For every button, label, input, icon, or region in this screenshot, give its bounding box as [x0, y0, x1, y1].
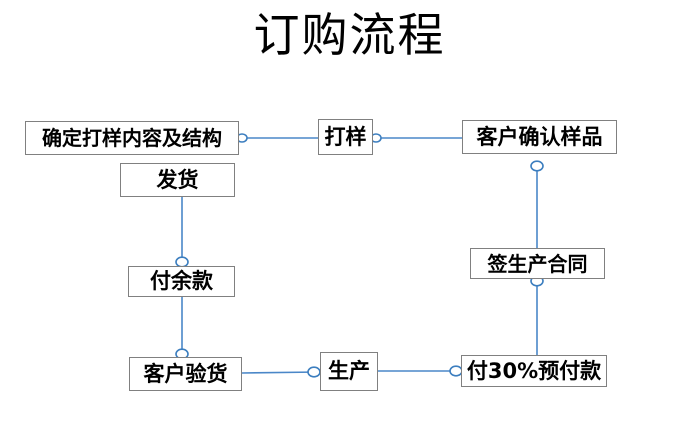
flow-node-n1[interactable]: 确定打样内容及结构: [25, 121, 239, 155]
connector-endpoint-n7-to-n8: [307, 366, 321, 378]
flow-node-label: 付余款: [150, 269, 213, 293]
flow-node-n8[interactable]: 生产: [320, 352, 378, 391]
flow-node-n5[interactable]: 签生产合同: [470, 248, 605, 279]
flow-node-n9[interactable]: 付30%预付款: [461, 355, 607, 387]
flow-node-label: 发货: [156, 167, 199, 192]
connector-n7-to-n8: [241, 371, 321, 374]
page-title: 订购流程: [253, 8, 446, 62]
flow-node-label: 客户确认样品: [476, 124, 603, 149]
flow-node-n3[interactable]: 客户确认样品: [462, 120, 617, 154]
flow-node-label: 签生产合同: [487, 251, 588, 276]
flow-node-n6[interactable]: 付余款: [128, 266, 235, 297]
connector-endpoint-n3-to-n5: [530, 160, 544, 172]
flow-node-n7[interactable]: 客户验货: [129, 357, 242, 391]
flow-node-n4[interactable]: 发货: [120, 163, 235, 197]
flow-node-n2[interactable]: 打样: [318, 119, 373, 155]
flow-node-label: 客户验货: [143, 361, 228, 386]
flow-node-label: 打样: [324, 124, 367, 149]
flow-node-label: 确定打样内容及结构: [42, 126, 222, 150]
flow-node-label: 付30%预付款: [466, 358, 602, 383]
flow-node-label: 生产: [328, 359, 370, 383]
